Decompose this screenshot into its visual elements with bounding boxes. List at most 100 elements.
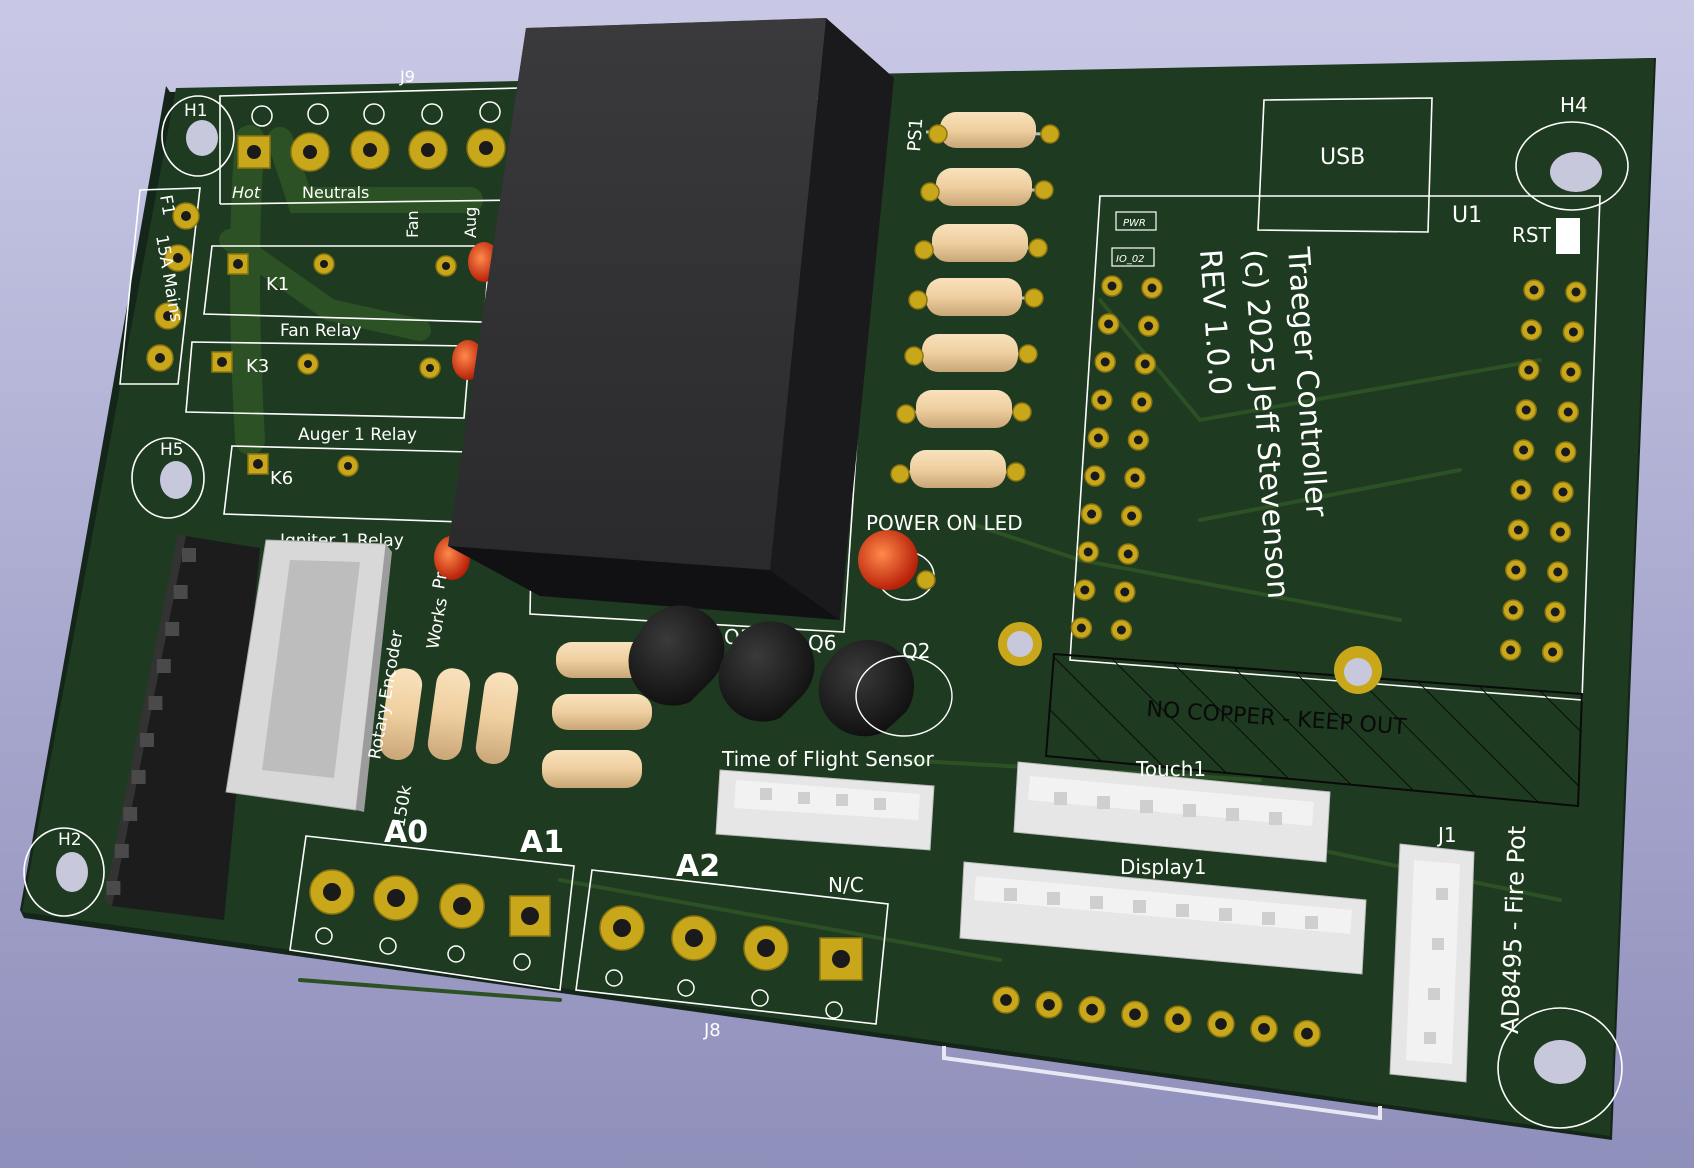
connector-j9: J9 Hot Neutrals Fan Aug — [219, 67, 521, 238]
aug-label: Aug — [461, 207, 480, 238]
bottom-pin-hole — [1043, 998, 1055, 1011]
h4-label: H4 — [1560, 93, 1588, 117]
header-pad-hole — [1107, 281, 1117, 291]
hot-label: Hot — [232, 183, 261, 202]
black-header-pin — [156, 659, 171, 673]
connector-time-of-flight: Time of Flight Sensor — [715, 747, 935, 851]
fan-relay-label: Fan Relay — [280, 321, 362, 341]
black-header-pin — [131, 770, 146, 784]
keepout-zone: NO COPPER - KEEP OUT — [1044, 652, 1584, 808]
power-on-led-label: POWER ON LED — [866, 511, 1023, 535]
header-pad-hole — [1144, 321, 1154, 331]
resistor — [379, 668, 423, 760]
header-pad-hole — [1104, 319, 1114, 329]
header-pad-hole — [1083, 547, 1093, 557]
bottom-pin-hole — [1000, 994, 1012, 1006]
display-pin — [1176, 904, 1189, 917]
mcu-header-right — [1499, 279, 1587, 663]
mcu-u1: PWR IO_02 U1 RST USB — [1069, 97, 1601, 701]
h1-label: H1 — [184, 101, 208, 121]
io02-label: IO_02 — [1116, 254, 1145, 265]
large-vias — [998, 622, 1382, 694]
resistor — [904, 334, 1038, 372]
display-pin — [1090, 896, 1103, 909]
mounting-hole-h5: H5 — [131, 437, 205, 519]
header-pad-hole — [1116, 625, 1126, 635]
pwr-label: PWR — [1123, 218, 1146, 229]
power-led: POWER ON LED — [858, 511, 1023, 601]
nc-label: N/C — [828, 873, 864, 897]
header-pad-hole — [1130, 473, 1140, 483]
header-pad-hole — [1076, 623, 1086, 633]
display-pin — [1004, 888, 1017, 901]
resistor — [908, 278, 1044, 316]
resistor — [896, 390, 1032, 428]
header-pad-hole — [1558, 487, 1568, 497]
tof-label: Time of Flight Sensor — [721, 747, 934, 771]
header-pad-hole — [1080, 585, 1090, 595]
bottom-pin-hole — [1215, 1018, 1227, 1030]
f1-label: F1 — [155, 193, 178, 217]
h2-label: H2 — [58, 830, 82, 850]
header-pad-hole — [1548, 647, 1558, 657]
u1-label: U1 — [1452, 203, 1482, 228]
header-pad-hole — [1120, 587, 1130, 597]
resistor — [914, 224, 1048, 262]
mcu-header-left — [1070, 275, 1163, 641]
copper-traces — [219, 125, 1562, 1002]
resistor — [925, 112, 1060, 148]
header-pad-hole — [1526, 325, 1536, 335]
header-pad-hole — [1097, 395, 1107, 405]
pr-label: Pr — [429, 571, 452, 591]
bottom-pin-hole — [1129, 1008, 1141, 1021]
touch-pin — [1226, 808, 1239, 821]
a0-label: A0 — [384, 815, 428, 850]
k6-label: K6 — [270, 468, 293, 489]
auger-relay-label: Auger 1 Relay — [298, 425, 417, 445]
black-header-pin — [165, 622, 180, 636]
resistor — [890, 450, 1026, 488]
mounting-hole-h4: H4 — [1515, 93, 1629, 211]
connector-display1: Display1 — [959, 855, 1367, 975]
resistor — [542, 750, 642, 788]
connector-j1: J1 AD8495 - Fire Pot — [1389, 823, 1531, 1083]
bottom-pin-row — [992, 986, 1321, 1048]
display-pin — [1305, 916, 1318, 929]
touch-pin — [1054, 792, 1067, 805]
touch-pin — [1183, 804, 1196, 817]
display-pin — [1262, 912, 1275, 925]
black-header-pin — [148, 696, 163, 710]
neutrals-label: Neutrals — [302, 183, 369, 202]
header-pad-hole — [1550, 607, 1560, 617]
header-pad-hole — [1571, 287, 1581, 297]
a2-label: A2 — [676, 849, 720, 884]
header-pad-hole — [1561, 447, 1571, 457]
header-pad-hole — [1519, 445, 1529, 455]
transistors: Q1 Q6 Q2 — [628, 605, 953, 737]
black-header-pin — [106, 881, 121, 895]
power-supply-ps1 — [448, 18, 894, 620]
header-pad-hole — [1147, 283, 1157, 293]
k1-label: K1 — [266, 274, 289, 295]
header-pad-hole — [1508, 605, 1518, 615]
display-pin — [1219, 908, 1232, 921]
header-pad-hole — [1555, 527, 1565, 537]
display1-label: Display1 — [1120, 855, 1206, 879]
bottom-pin-hole — [1086, 1003, 1098, 1016]
transistor-q6: Q6 — [718, 621, 836, 722]
rst-label: RST — [1512, 223, 1552, 247]
bottom-pin-hole — [1258, 1022, 1270, 1035]
header-pad-hole — [1521, 405, 1531, 415]
header-pad-hole — [1566, 367, 1576, 377]
resistor — [475, 672, 519, 764]
header-pad-hole — [1137, 397, 1147, 407]
resistor-column — [890, 112, 1060, 488]
transistor-q2: Q2 — [818, 639, 953, 737]
mounting-hole-h2: H2 — [23, 827, 105, 917]
rotary-encoder-connector — [225, 539, 392, 812]
j9-pads — [237, 101, 506, 172]
pin-header-black — [104, 534, 260, 920]
header-pad-hole — [1529, 285, 1539, 295]
touch-pin — [1140, 800, 1153, 813]
